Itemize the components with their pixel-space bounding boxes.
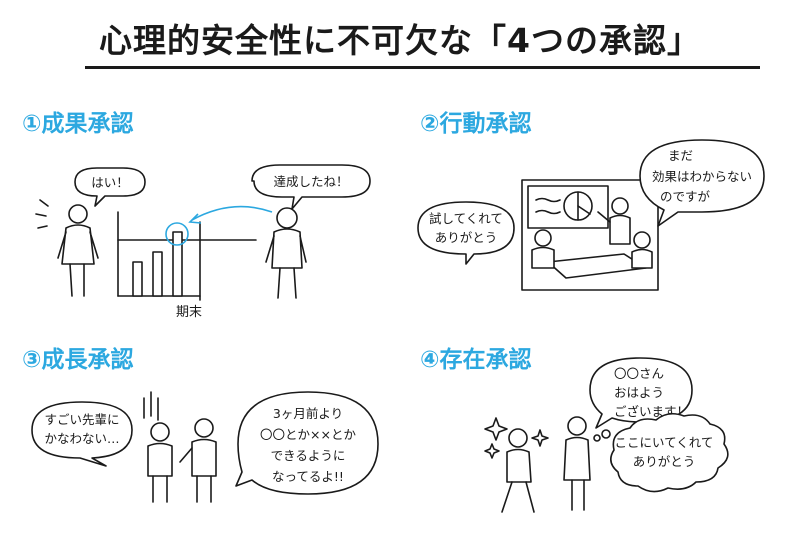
axis-label-period-end: 期末 <box>176 305 202 320</box>
speech-bubble-no-effect-yet: まだ 効果はわからない のですが <box>639 139 765 227</box>
svg-text:まだ: まだ <box>668 148 693 163</box>
speech-bubble-hai: はい！ <box>74 167 146 207</box>
page-title: 心理的安全性に不可欠な「4つの承認」 <box>99 21 701 60</box>
svg-text:ありがとう: ありがとう <box>633 454 696 469</box>
svg-text:はい！: はい！ <box>91 175 129 190</box>
gloom-lines <box>143 391 159 421</box>
svg-text:かなわない…: かなわない… <box>44 431 119 446</box>
whiteboard-icon <box>527 185 609 229</box>
speech-bubble-cant-match-senior: すごい先輩に かなわない… <box>31 401 133 467</box>
svg-text:3ヶ月前より: 3ヶ月前より <box>273 406 343 421</box>
speech-bubble-thanks-for-trying: 試してくれて ありがとう <box>417 201 515 265</box>
svg-text:試してくれて: 試してくれて <box>429 211 503 226</box>
svg-text:効果はわからない: 効果はわからない <box>652 169 752 184</box>
person-boss-icon <box>265 207 307 299</box>
person-seated-left-icon <box>531 229 555 269</box>
title-underline <box>85 66 760 69</box>
svg-text:ここにいてくれて: ここにいてくれて <box>615 435 714 450</box>
person-senior-icon <box>179 418 217 503</box>
svg-text:なってるよ!!: なってるよ!! <box>272 469 344 484</box>
sparkle-icon <box>484 417 549 459</box>
svg-text:ありがとう: ありがとう <box>435 230 498 245</box>
thought-dots <box>593 429 611 442</box>
heading-action-recognition: ②行動承認 <box>420 111 532 137</box>
person-junior-icon <box>147 422 173 503</box>
svg-text:〇〇とか××とか: 〇〇とか××とか <box>260 427 356 442</box>
emphasis-lines <box>35 199 49 229</box>
speech-bubble-achieved: 達成したね！ <box>251 164 371 210</box>
heading-existence-recognition: ④存在承認 <box>420 347 532 373</box>
svg-text:達成したね！: 達成したね！ <box>273 174 348 189</box>
person-walking-man-icon <box>501 428 535 513</box>
person-greeting-woman-icon <box>563 416 591 511</box>
person-presenter-icon <box>597 197 631 245</box>
person-seated-right-icon <box>631 231 653 269</box>
svg-text:すごい先輩に: すごい先輩に <box>44 412 119 427</box>
svg-text:おはよう: おはよう <box>614 385 664 400</box>
thought-bubble-thanks-for-being-here: ここにいてくれて ありがとう <box>610 412 729 493</box>
heading-result-recognition: ①成果承認 <box>22 111 134 137</box>
svg-text:のですが: のですが <box>660 189 711 204</box>
speech-bubble-three-months-growth: 3ヶ月前より 〇〇とか××とか できるように なってるよ!! <box>235 391 379 495</box>
svg-text:できるように: できるように <box>271 448 346 463</box>
person-employee-icon <box>57 204 99 297</box>
meeting-room-frame <box>521 179 659 291</box>
heading-growth-recognition: ③成長承認 <box>22 347 134 373</box>
achievement-bar-chart: 期末 <box>117 205 273 320</box>
svg-text:〇〇さん: 〇〇さん <box>614 366 664 381</box>
